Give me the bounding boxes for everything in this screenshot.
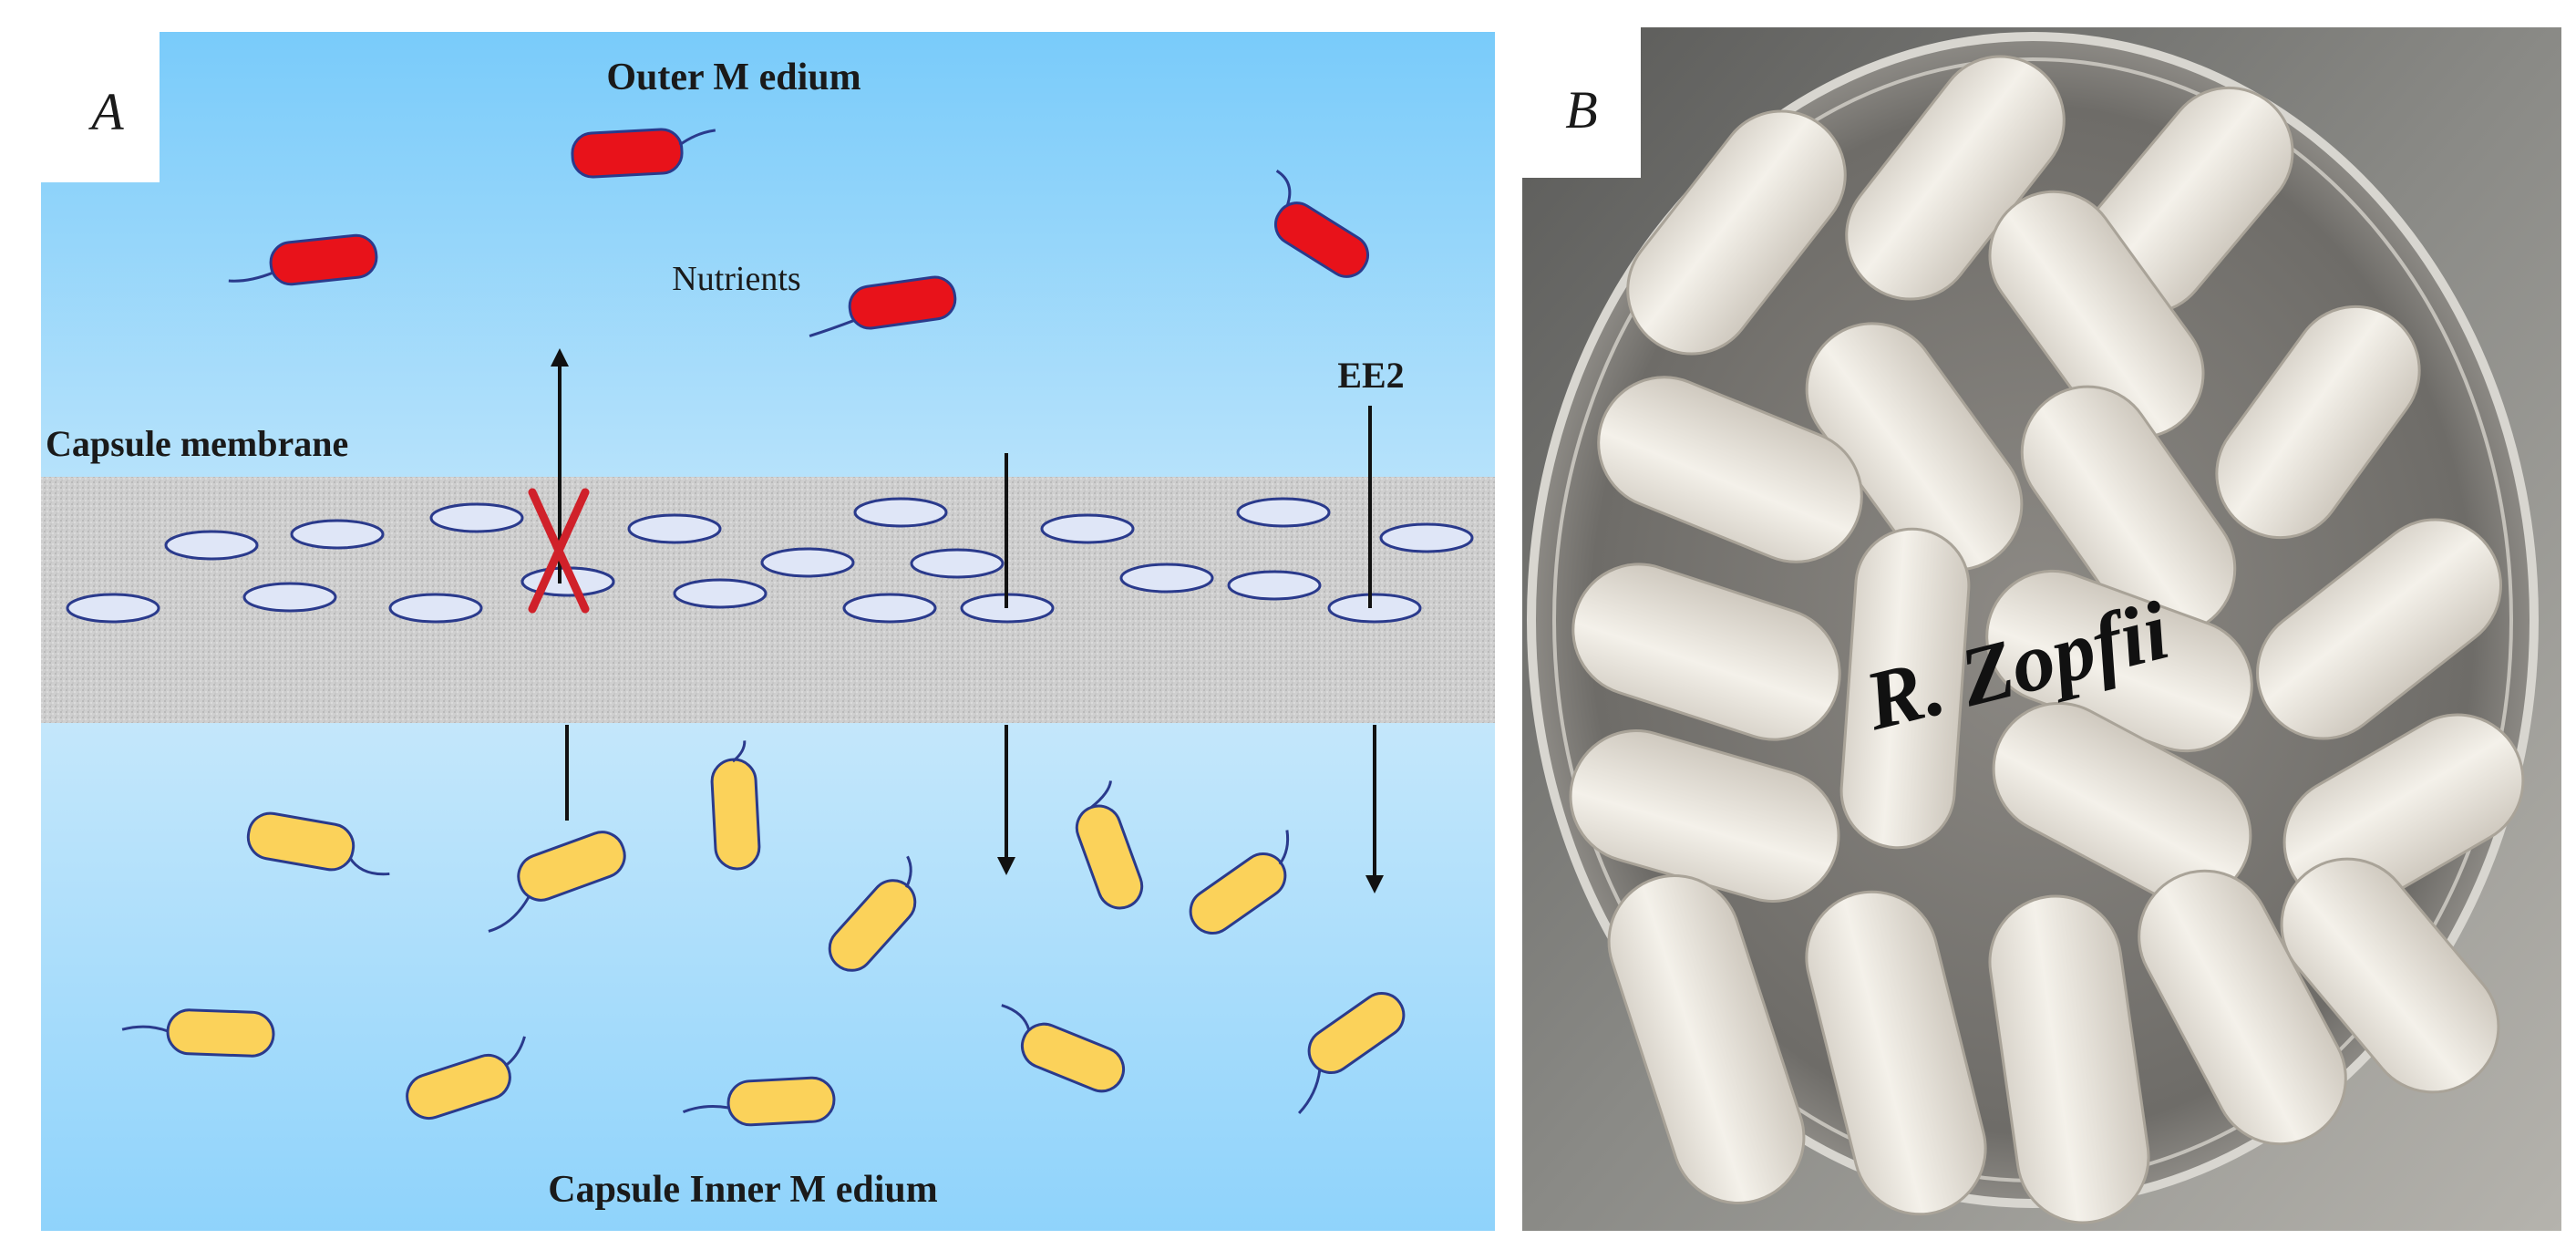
capsule <box>1571 563 1841 741</box>
pore <box>1327 593 1422 624</box>
yellow-bacterium <box>1297 991 1406 1115</box>
pore <box>673 578 768 609</box>
panel-b-photo: R. Zopfii B <box>1513 0 2576 1260</box>
panel-b-letter: B <box>1565 80 1597 139</box>
capsule <box>2138 869 2347 1146</box>
capsule <box>2280 857 2500 1094</box>
pore <box>910 548 1005 579</box>
red-bacterium <box>571 128 716 179</box>
nutrients-label: Nutrients <box>672 260 800 298</box>
capsule <box>1988 894 2150 1224</box>
pore <box>842 593 937 624</box>
capsule <box>1597 376 1863 563</box>
capsule-dish-photo: R. Zopfii B <box>1522 27 2561 1231</box>
inner-medium-label: Capsule Inner M edium <box>548 1169 937 1211</box>
pore <box>1040 513 1135 544</box>
yellow-bacterium <box>488 831 626 933</box>
yellow-bacterium <box>1189 830 1290 935</box>
capsule-diagram: A <box>41 32 1495 1231</box>
pore <box>66 593 160 624</box>
yellow-bacterium <box>1075 780 1144 910</box>
membrane-pores <box>66 497 1474 624</box>
yellow-bacterium <box>828 855 917 972</box>
red-bacterium <box>228 233 378 286</box>
pore <box>1379 522 1474 553</box>
outer-bacteria <box>228 128 1370 337</box>
panel-b-letter-box <box>1522 27 1641 178</box>
blocked-x-mark <box>528 488 590 614</box>
yellow-bacterium <box>682 1076 836 1127</box>
pore <box>1119 563 1214 594</box>
capsule-membrane-label: Capsule membrane <box>46 423 348 464</box>
ee2-label: EE2 <box>1337 355 1404 396</box>
pore <box>290 519 385 550</box>
red-bacterium <box>809 275 957 337</box>
outer-medium-region <box>41 32 1495 479</box>
yellow-bacterium <box>406 1036 526 1121</box>
inner-bacteria <box>121 740 1406 1127</box>
capsule <box>1607 874 1806 1204</box>
panel-a-letter-box <box>41 32 160 182</box>
capsule <box>1839 527 1971 850</box>
pore <box>164 530 259 561</box>
inner-medium-region <box>41 720 1495 1231</box>
capsule <box>1626 109 1847 356</box>
yellow-bacterium <box>710 740 761 871</box>
pore <box>388 593 483 624</box>
pore <box>242 582 337 613</box>
capsule <box>2256 518 2502 740</box>
outer-medium-label: Outer M edium <box>606 57 860 98</box>
capsule <box>1988 190 2205 439</box>
pore <box>627 513 722 544</box>
pore <box>1227 570 1322 601</box>
red-bacterium <box>1273 170 1370 278</box>
pore <box>429 502 524 533</box>
capsule <box>2215 305 2421 540</box>
pore <box>1236 497 1331 528</box>
pore <box>853 497 948 528</box>
capsule <box>1805 890 1987 1216</box>
yellow-bacterium <box>1001 1004 1126 1093</box>
yellow-bacterium <box>246 811 390 876</box>
capsule <box>1992 701 2252 904</box>
pore <box>760 547 855 578</box>
panel-a-diagram: A <box>41 32 1495 1231</box>
capsules <box>1569 55 2525 1224</box>
panel-a-letter: A <box>88 82 124 141</box>
